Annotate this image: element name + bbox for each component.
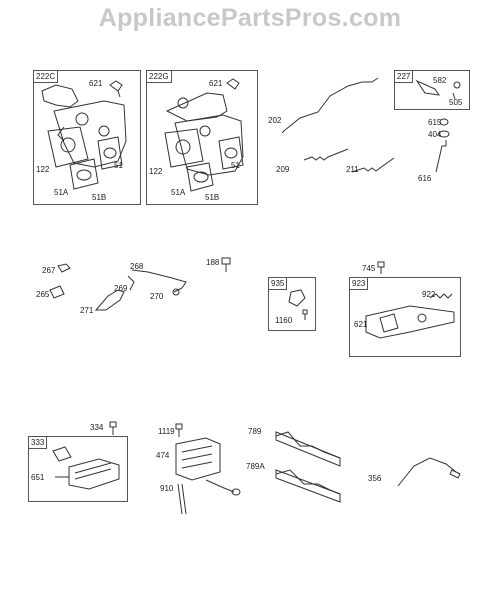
part-label-474: 474 xyxy=(156,451,170,460)
part-label: 621 xyxy=(89,79,103,88)
part-label-616: 616 xyxy=(418,174,432,183)
group-923-box: 923 922 621 xyxy=(349,277,461,357)
watermark: AppliancePartsPros.com xyxy=(98,4,402,32)
group-222g-box: 222G 621 122 51 51A 51B xyxy=(146,70,258,205)
part-label-615: 615 xyxy=(428,118,442,127)
control-bracket-923 xyxy=(350,278,460,356)
part-label-265: 265 xyxy=(36,290,50,299)
part-label-268: 268 xyxy=(130,262,144,271)
part-label: 51A xyxy=(171,188,186,197)
part-label: 582 xyxy=(433,76,447,85)
part-label: 621 xyxy=(354,320,368,329)
part-label: 505 xyxy=(449,98,463,107)
group-935-box: 935 1160 xyxy=(268,277,316,331)
part-label-789: 789 xyxy=(248,427,262,436)
part-label-910: 910 xyxy=(160,484,174,493)
part-label-211: 211 xyxy=(346,165,359,174)
part-label: 51B xyxy=(92,193,107,202)
governor-lever-227 xyxy=(395,71,469,109)
part-label-270: 270 xyxy=(150,292,164,301)
part-label-202: 202 xyxy=(268,116,282,125)
part-label: 122 xyxy=(149,167,163,176)
group-935-tag: 935 xyxy=(269,278,288,290)
part-label-269: 269 xyxy=(114,284,128,293)
part-label-404: 404 xyxy=(428,130,442,139)
part-label: 651 xyxy=(31,473,45,482)
part-label: 1160 xyxy=(275,316,293,325)
armature-magneto-333 xyxy=(29,437,127,501)
part-label-356: 356 xyxy=(368,474,382,483)
group-227-box: 227 582 505 xyxy=(394,70,470,110)
part-label: 51 xyxy=(114,161,123,170)
part-label: 922 xyxy=(422,290,436,299)
group-333-box: 333 651 xyxy=(28,436,128,502)
part-label-209: 209 xyxy=(276,165,290,174)
group-923-tag: 923 xyxy=(350,278,369,290)
bracket-935 xyxy=(269,278,315,330)
part-label: 51 xyxy=(231,161,240,170)
governor-control-assembly-222g xyxy=(147,71,257,204)
group-222c-box: 222C 621 122 51 51A 51B xyxy=(33,70,141,205)
governor-control-assembly-222c xyxy=(34,71,140,204)
part-label-1119: 1119 xyxy=(158,427,175,436)
part-label-271: 271 xyxy=(80,306,94,315)
part-label: 122 xyxy=(36,165,50,174)
part-label: 621 xyxy=(209,79,223,88)
group-333-tag: 333 xyxy=(29,437,48,449)
group-222g-tag: 222G xyxy=(147,71,172,83)
group-222c-tag: 222C xyxy=(34,71,59,83)
part-label-789a: 789A xyxy=(246,462,265,471)
part-label-188: 188 xyxy=(206,258,220,267)
part-label: 51B xyxy=(205,193,220,202)
part-label-267: 267 xyxy=(42,266,56,275)
group-227-tag: 227 xyxy=(395,71,414,83)
part-label: 51A xyxy=(54,188,69,197)
part-label-745: 745 xyxy=(362,264,376,273)
part-label-334: 334 xyxy=(90,423,104,432)
